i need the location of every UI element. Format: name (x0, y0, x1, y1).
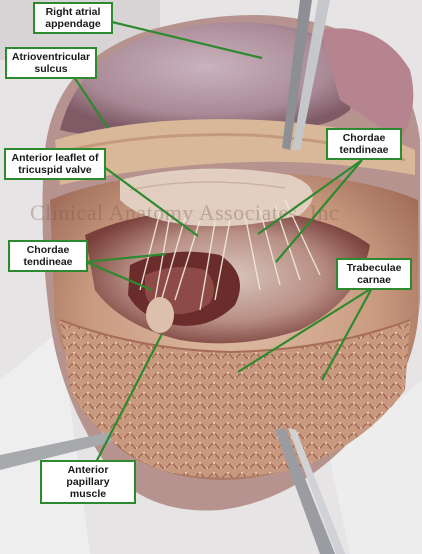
forceps-top (282, 0, 330, 150)
right-atrium (60, 22, 353, 134)
pointer-lines (71, 20, 373, 471)
forceps-bottom (275, 428, 345, 554)
trabeculae-area (60, 320, 410, 478)
label-right-atrial-appendage: Right atrial appendage (33, 2, 113, 34)
label-anterior-leaflet-tricuspid: Anterior leaflet of tricuspid valve (4, 148, 106, 180)
label-trabeculae-carnae: Trabeculae carnae (336, 258, 412, 290)
label-atrioventricular-sulcus: Atrioventricular sulcus (5, 47, 97, 79)
av-sulcus (55, 119, 415, 185)
instrument-left (0, 432, 112, 470)
label-chordae-tendineae-left: Chordae tendineae (8, 240, 88, 272)
tricuspid-leaflet (120, 168, 313, 227)
label-chordae-tendineae-right: Chordae tendineae (326, 128, 402, 160)
label-anterior-papillary-muscle: Anterior papillary muscle (40, 460, 136, 504)
papillary-muscle (146, 297, 174, 333)
watermark-text: Clinical Anatomy Associates, Inc (30, 200, 340, 225)
